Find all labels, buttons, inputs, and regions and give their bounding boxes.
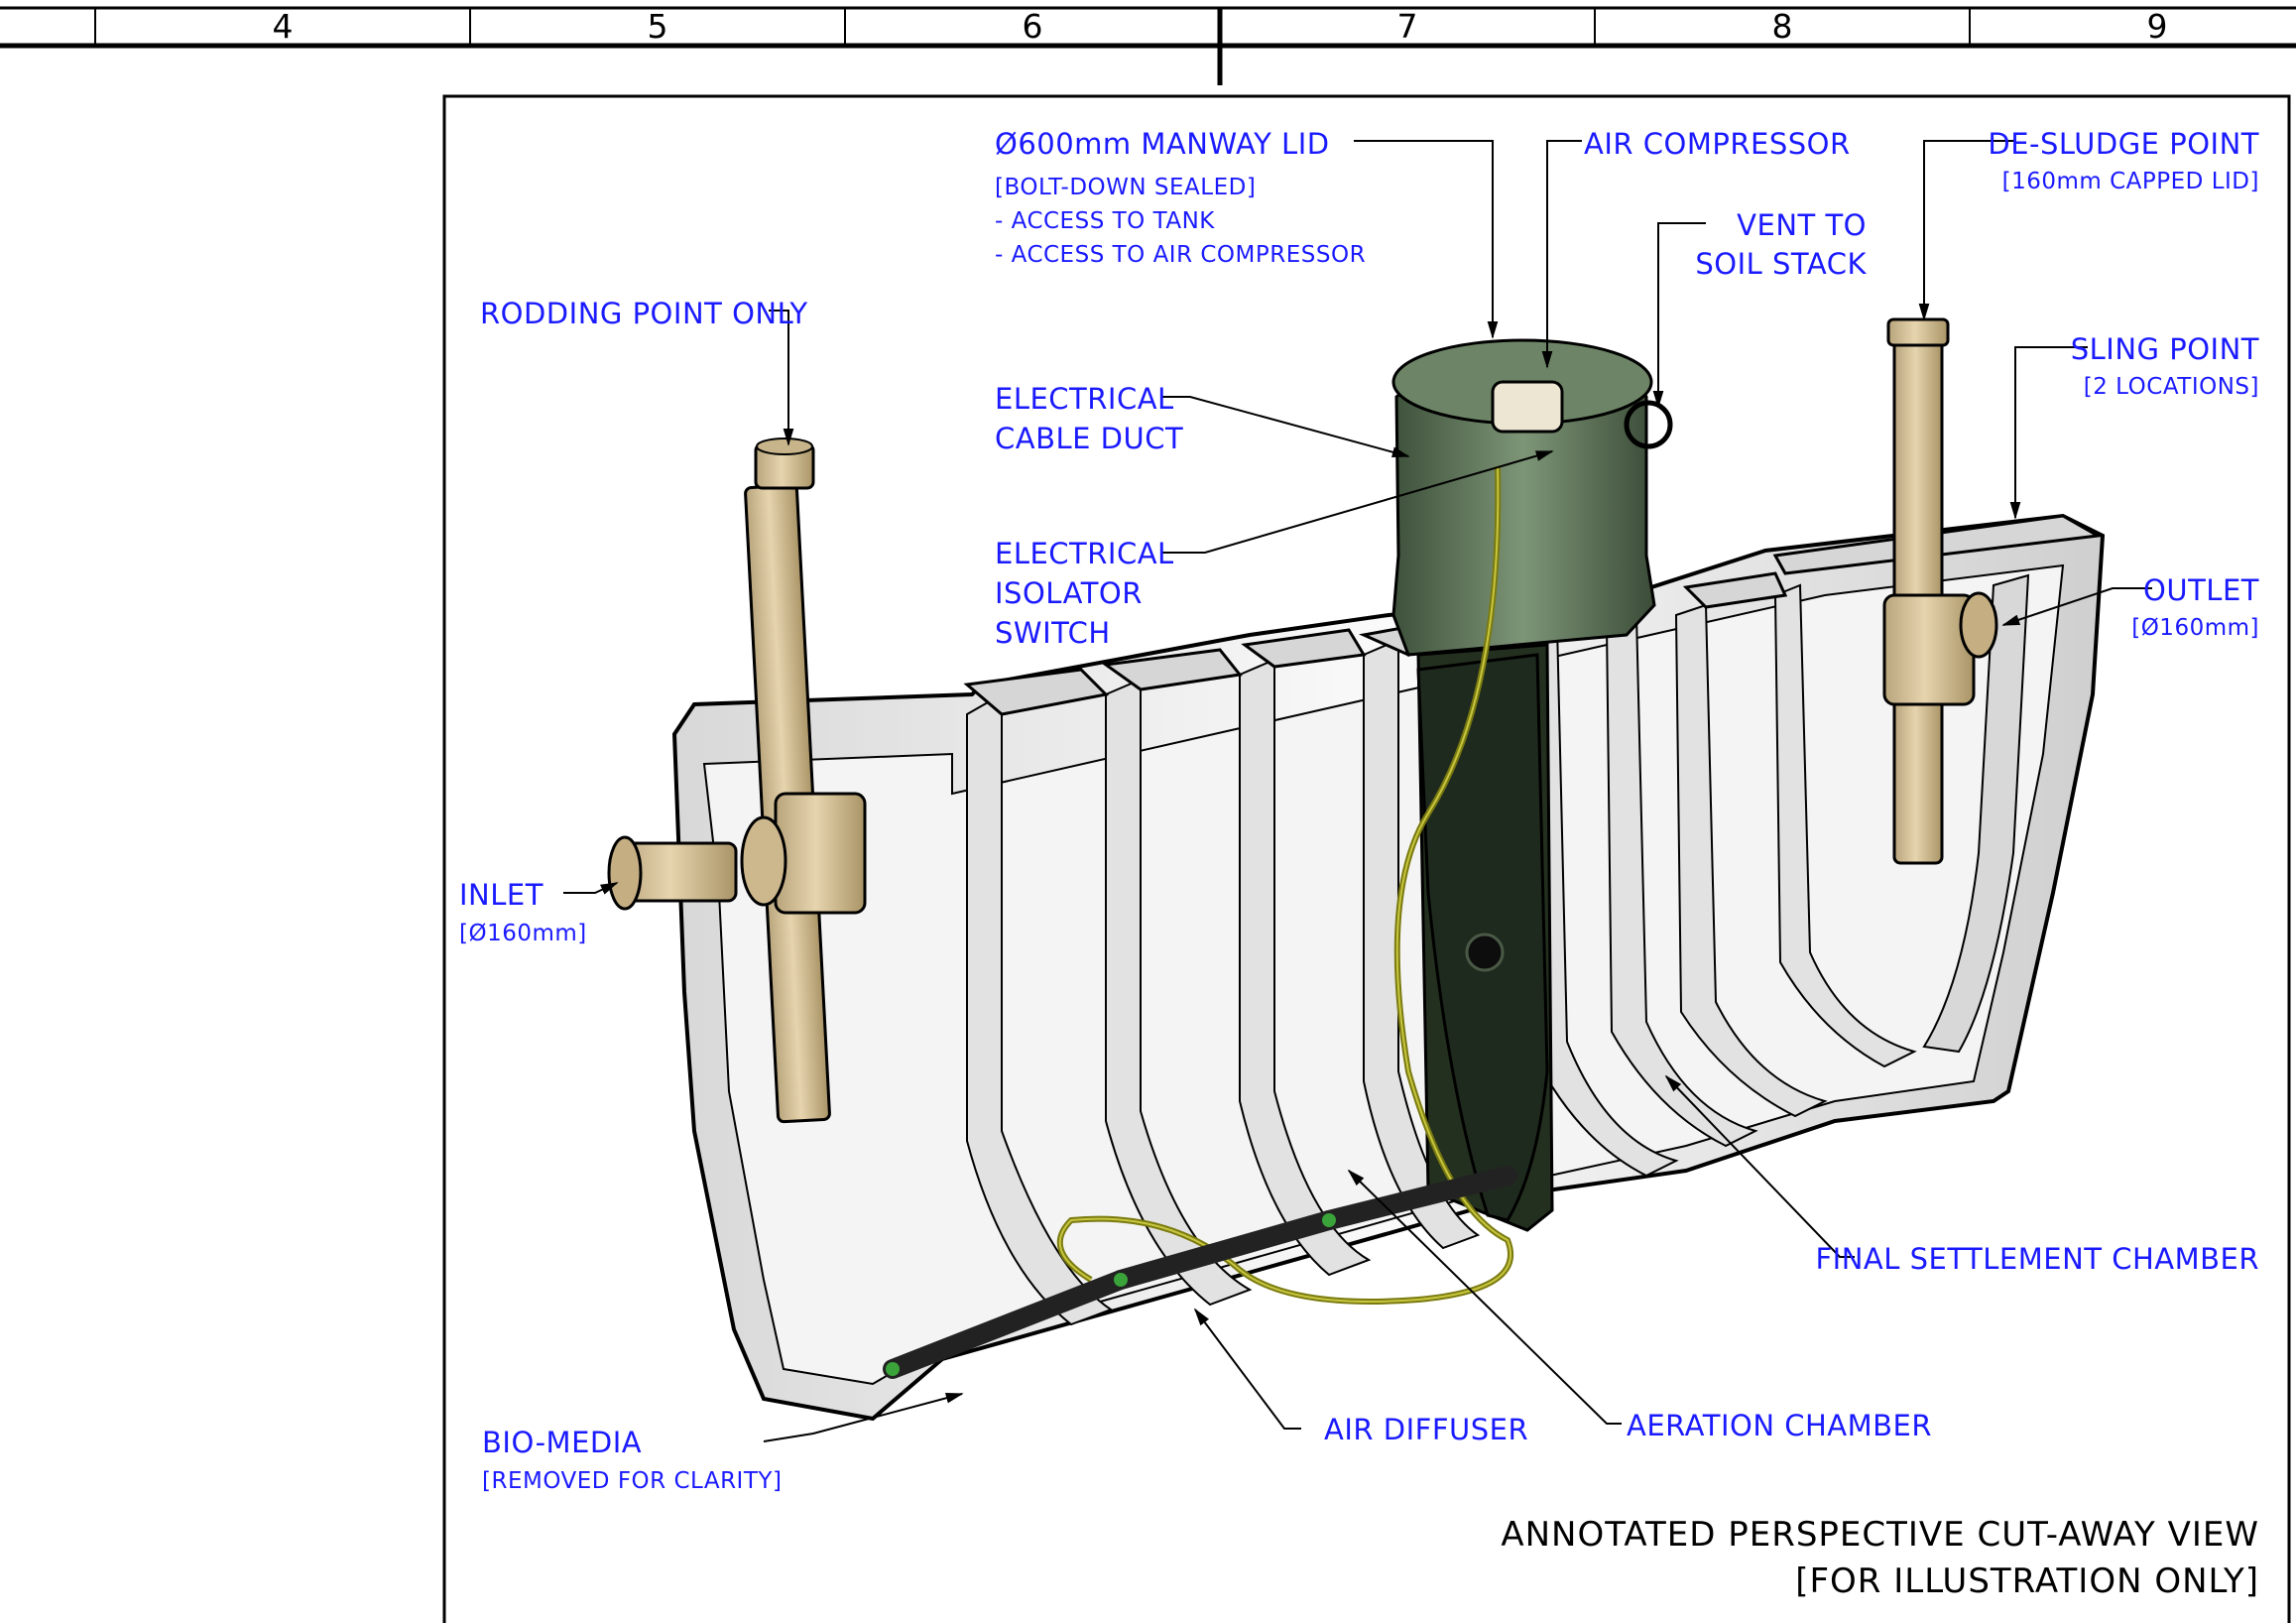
view-title: ANNOTATED PERSPECTIVE CUT-AWAY VIEW [FOR… [1501,1515,2259,1601]
label-desludge-point: DE-SLUDGE POINT [1988,127,2259,161]
baffle-fitting [1465,933,1505,972]
outlet-opening [1959,591,1998,659]
label-sling-point: SLING POINT [2071,332,2259,366]
annotations: Ø600mm MANWAY LID [BOLT-DOWN SEALED] - A… [459,127,2259,1494]
view-title-line2: [FOR ILLUSTRATION ONLY] [1795,1561,2259,1601]
label-manway-lid-note1: [BOLT-DOWN SEALED] [995,175,1256,200]
label-bio-media: BIO-MEDIA [482,1426,642,1459]
label-cable-duct-line1: ELECTRICAL [995,382,1174,416]
label-final-settlement: FINAL SETTLEMENT CHAMBER [1815,1242,2259,1276]
inlet-tee [774,792,867,915]
label-rodding-point: RODDING POINT ONLY [480,297,808,330]
label-aeration-chamber: AERATION CHAMBER [1627,1409,1932,1442]
label-sling-note: [2 LOCATIONS] [2084,374,2259,400]
label-vent-line1: VENT TO [1737,208,1867,242]
view-frame [442,94,2291,1623]
inlet-opening [607,835,643,911]
zone-strip: 4 5 6 7 8 9 [0,6,2296,85]
air-line-cable-inner [1058,465,1512,1303]
outlet-pipe-assembly [1882,317,1998,865]
vent-ring [1624,400,1673,449]
label-isolator-line1: ELECTRICAL [995,537,1174,570]
label-outlet: OUTLET [2143,573,2259,607]
label-vent-line2: SOIL STACK [1695,247,1867,281]
zone-number-8: 8 [1772,7,1793,46]
label-desludge-note: [160mm CAPPED LID] [2002,169,2259,194]
label-air-compressor: AIR COMPRESSOR [1584,127,1851,161]
desludge-cap [1886,317,1950,347]
tank-ribs [966,573,2030,1326]
label-manway-lid: Ø600mm MANWAY LID [995,127,1330,161]
zone-number-4: 4 [273,7,294,46]
label-outlet-note: [Ø160mm] [2131,615,2259,641]
tank-illustration [607,317,2106,1422]
zone-number-5: 5 [648,7,668,46]
outlet-tee [1882,593,1976,706]
label-cable-duct-line2: CABLE DUCT [995,422,1183,455]
label-inlet: INLET [459,878,544,912]
label-isolator-line2: ISOLATOR [995,576,1143,610]
inlet-pipe-assembly [607,437,867,1124]
zone-number-6: 6 [1023,7,1043,46]
label-inlet-note: [Ø160mm] [459,921,587,946]
label-manway-lid-note3: - ACCESS TO AIR COMPRESSOR [995,242,1366,268]
zone-number-9: 9 [2147,7,2168,46]
label-manway-lid-note2: - ACCESS TO TANK [995,208,1215,234]
view-title-line1: ANNOTATED PERSPECTIVE CUT-AWAY VIEW [1501,1515,2259,1555]
label-bio-media-note: [REMOVED FOR CLARITY] [482,1468,782,1494]
zone-number-7: 7 [1397,7,1418,46]
label-isolator-line3: SWITCH [995,616,1111,650]
leader-lines [563,140,2152,1442]
label-air-diffuser: AIR DIFFUSER [1324,1413,1528,1446]
air-diffuser-bars [883,1166,1517,1379]
air-compressor-unit [1491,380,1564,434]
